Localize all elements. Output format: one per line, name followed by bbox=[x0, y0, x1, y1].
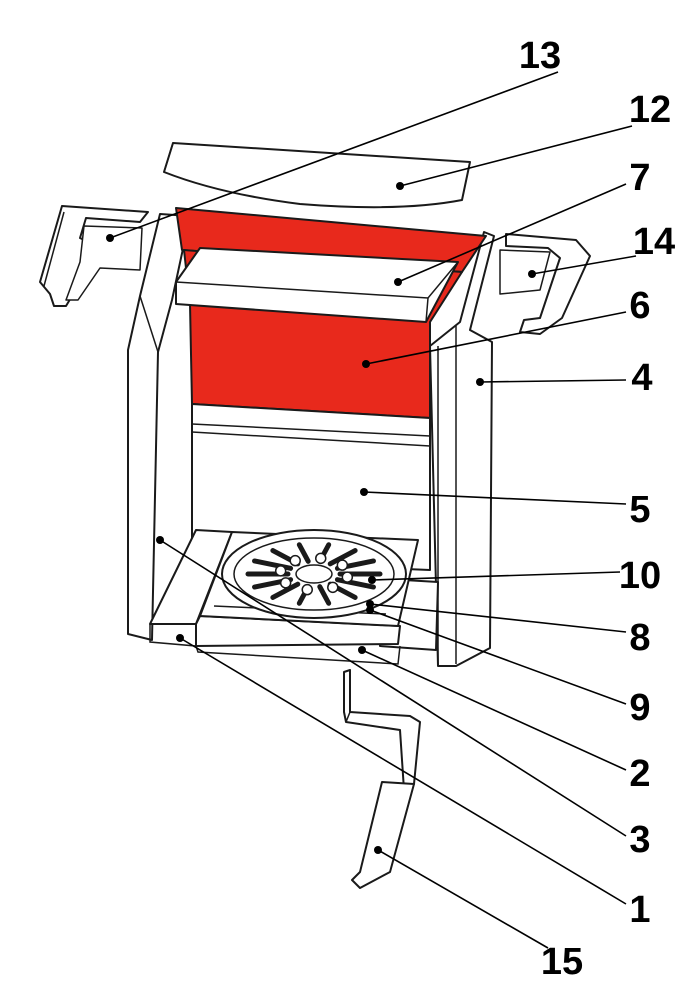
grate-slot bbox=[296, 542, 311, 564]
leader-line-9 bbox=[369, 609, 627, 705]
part-4-outer-frame bbox=[127, 213, 495, 667]
part-10-round-grate bbox=[221, 529, 407, 619]
callout-label-12: 12 bbox=[629, 89, 671, 131]
grate-slot bbox=[270, 581, 301, 600]
leader-dot-12 bbox=[396, 182, 404, 190]
callout-label-1: 1 bbox=[629, 889, 650, 931]
callout-label-2: 2 bbox=[629, 753, 650, 795]
part-12-top-plate bbox=[163, 142, 471, 209]
leader-line-2 bbox=[361, 649, 627, 771]
leader-line-7 bbox=[397, 183, 627, 283]
leader-line-5 bbox=[363, 491, 627, 505]
leader-line-6 bbox=[365, 311, 627, 365]
leader-line-13 bbox=[109, 71, 559, 239]
leader-line-3 bbox=[159, 539, 627, 837]
grate-slot bbox=[317, 584, 332, 606]
grate-boss bbox=[274, 565, 287, 577]
leader-line-8 bbox=[369, 603, 627, 633]
grate-boss bbox=[301, 583, 313, 596]
callout-label-14: 14 bbox=[633, 221, 675, 263]
leader-dot-4 bbox=[476, 378, 484, 386]
callout-label-10: 10 bbox=[619, 555, 661, 597]
leader-dot-1 bbox=[176, 634, 184, 642]
leader-dot-7 bbox=[394, 278, 402, 286]
grate-boss bbox=[289, 554, 301, 567]
part-5-lower-back bbox=[191, 403, 431, 571]
leader-line-14 bbox=[531, 255, 637, 275]
callout-label-4: 4 bbox=[631, 357, 652, 399]
grate-boss bbox=[341, 571, 354, 583]
leader-dot-9 bbox=[366, 606, 374, 614]
leader-dot-8 bbox=[366, 600, 374, 608]
leader-line-10 bbox=[371, 571, 621, 581]
grate-slot bbox=[327, 548, 358, 567]
leader-dot-14 bbox=[528, 270, 536, 278]
part-7-baffle bbox=[175, 247, 459, 323]
grate-boss bbox=[336, 559, 349, 571]
part-13-left-bracket bbox=[39, 205, 149, 307]
callout-label-7: 7 bbox=[629, 157, 650, 199]
leader-line-1 bbox=[179, 637, 627, 905]
leader-line-15 bbox=[377, 849, 549, 949]
grate-boss bbox=[279, 577, 292, 589]
leader-dot-3 bbox=[156, 536, 164, 544]
leader-line-12 bbox=[399, 125, 633, 187]
callout-label-15: 15 bbox=[541, 941, 583, 983]
grate-boss bbox=[315, 552, 327, 565]
leader-line-4 bbox=[479, 379, 627, 383]
leader-dot-13 bbox=[106, 234, 114, 242]
leader-dot-5 bbox=[360, 488, 368, 496]
callout-label-5: 5 bbox=[629, 489, 650, 531]
grate-boss bbox=[327, 581, 339, 594]
leader-dot-15 bbox=[374, 846, 382, 854]
callout-label-6: 6 bbox=[629, 285, 650, 327]
leader-dot-2 bbox=[358, 646, 366, 654]
callout-label-8: 8 bbox=[629, 617, 650, 659]
leader-dot-10 bbox=[368, 576, 376, 584]
callout-label-13: 13 bbox=[519, 35, 561, 77]
callout-label-3: 3 bbox=[629, 819, 650, 861]
leader-dot-6 bbox=[362, 360, 370, 368]
callout-label-9: 9 bbox=[629, 687, 650, 729]
part-15-ash-lever bbox=[343, 669, 421, 889]
part-14-right-bracket bbox=[499, 233, 591, 335]
